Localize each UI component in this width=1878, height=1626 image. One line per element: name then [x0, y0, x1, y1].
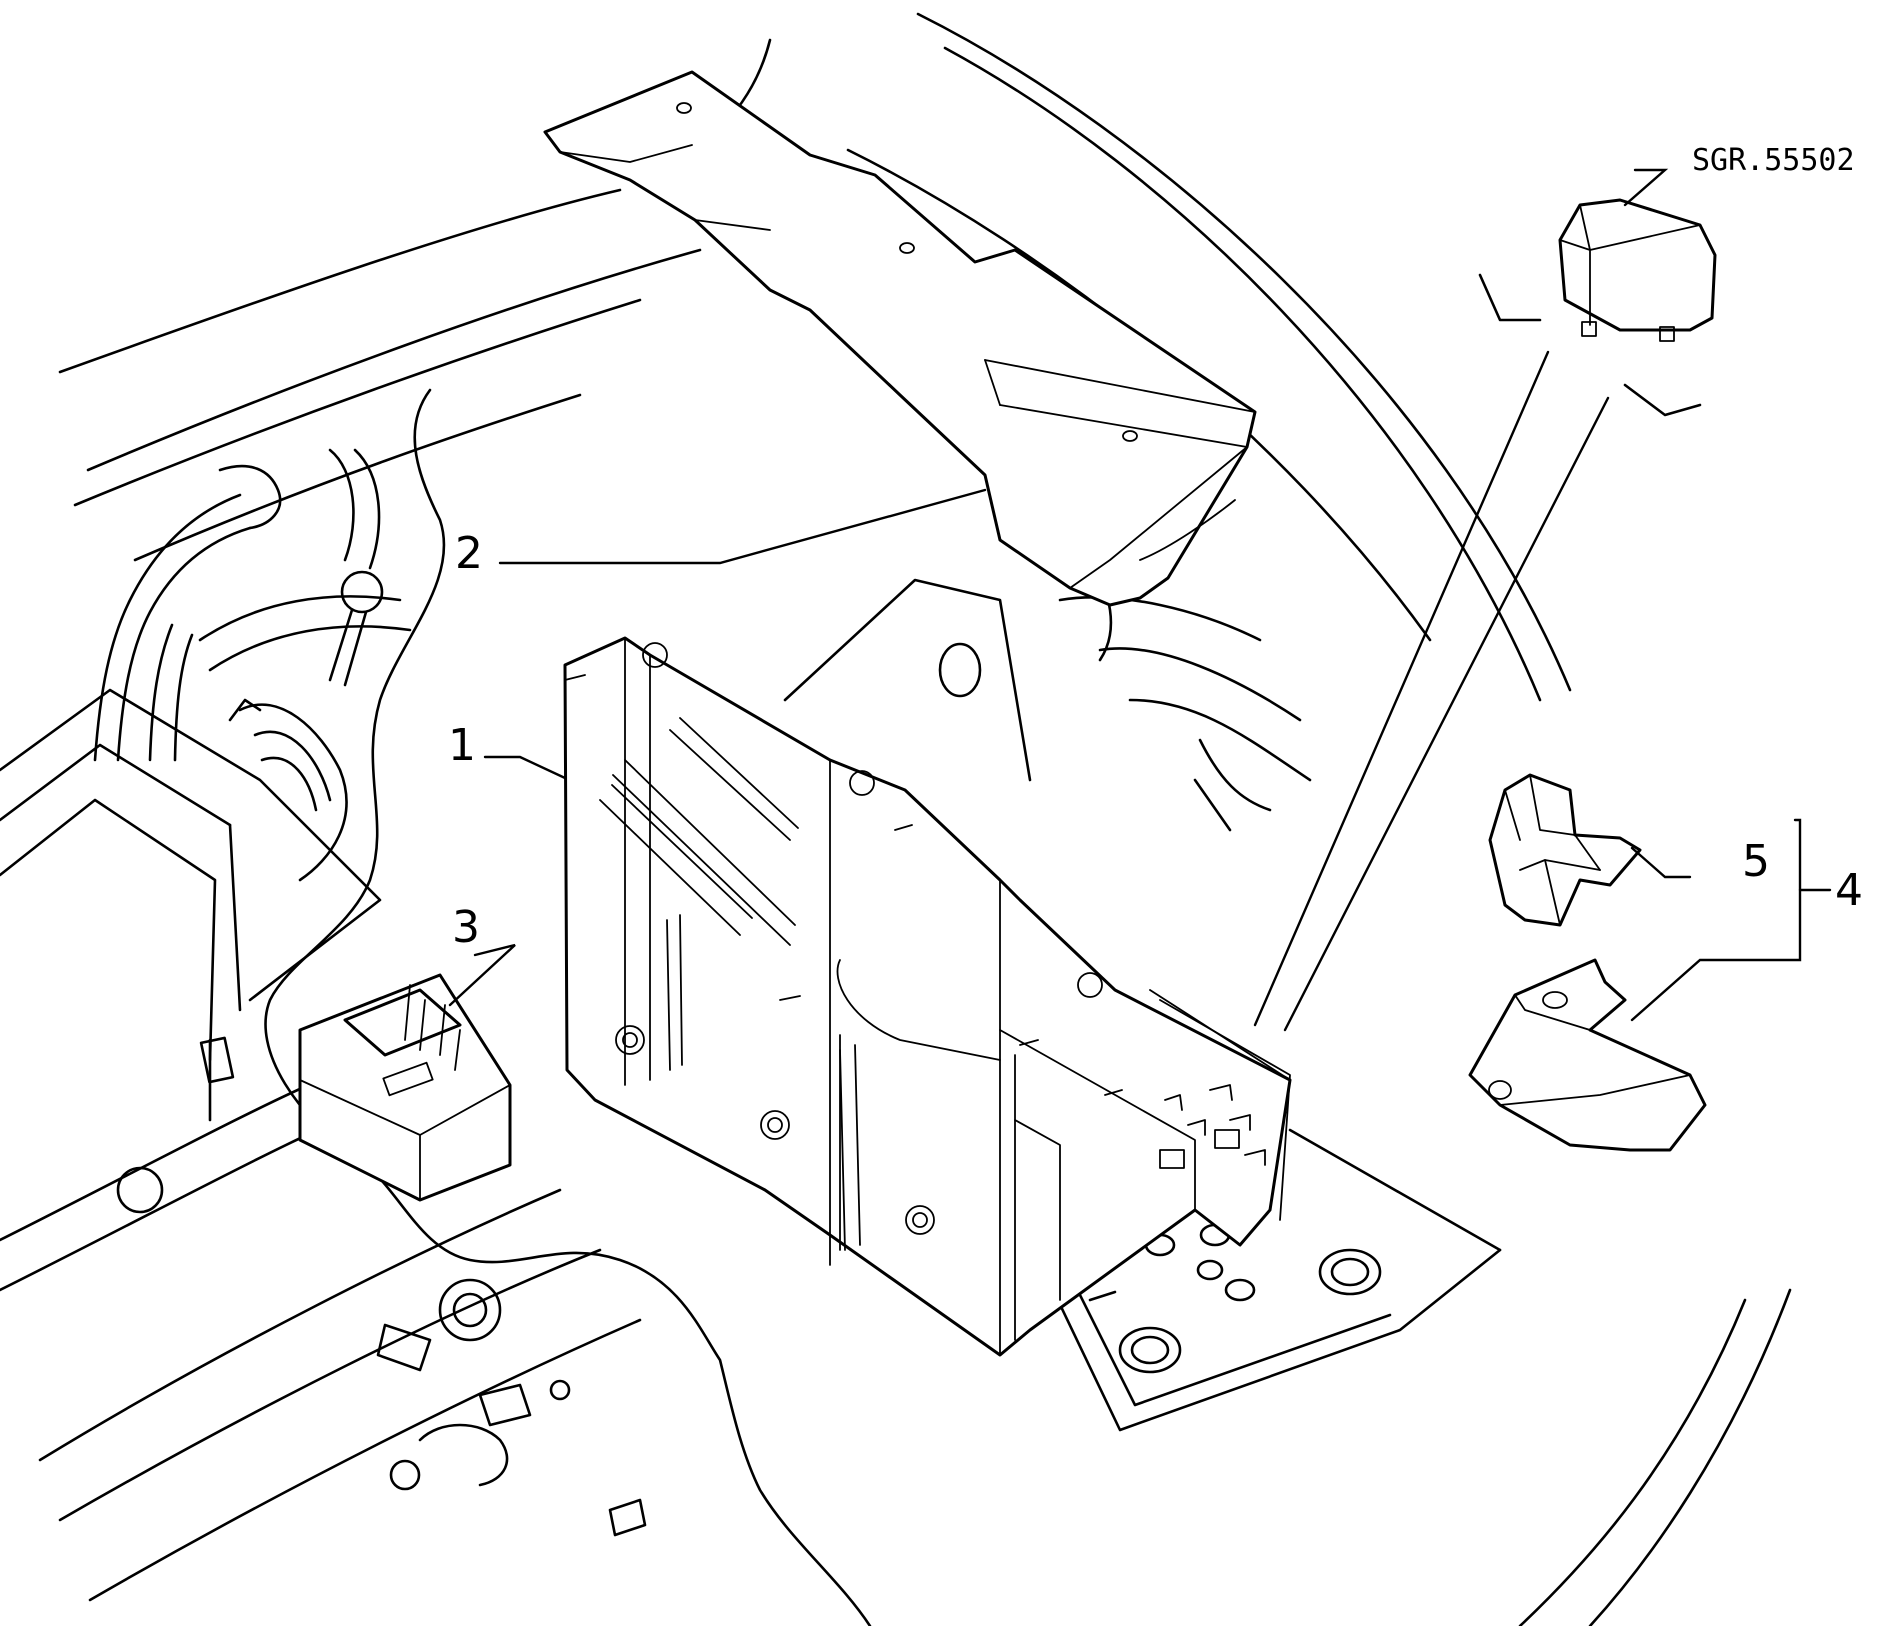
callout-5: 5 — [1742, 836, 1770, 887]
callout-3: 3 — [452, 902, 480, 953]
reference-code: SGR.55502 — [1692, 143, 1855, 178]
relay-component — [1558, 198, 1717, 342]
part-3-control-unit — [298, 973, 512, 1202]
part-1-bracket — [563, 636, 1292, 1357]
part-5-clip — [1488, 773, 1642, 927]
callout-2: 2 — [455, 528, 483, 579]
part-4-plate — [1468, 958, 1707, 1152]
callout-4: 4 — [1835, 865, 1863, 916]
leader-lines — [448, 168, 1832, 1032]
callout-1: 1 — [448, 720, 476, 771]
callouts: 1 2 3 4 5 SGR.55502 — [448, 143, 1863, 953]
part-2-cross-member — [543, 70, 1257, 607]
